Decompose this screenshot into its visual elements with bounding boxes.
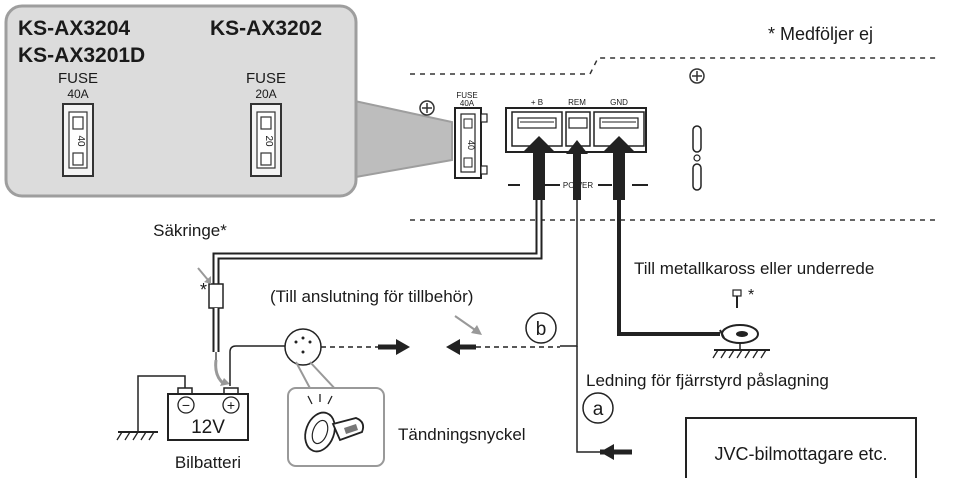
circle-b-badge bbox=[525, 312, 557, 344]
fuse-holder-pointer bbox=[197, 267, 209, 281]
ground-screw-asterisk: * bbox=[748, 287, 754, 304]
power-wire-outer bbox=[212, 198, 543, 284]
ground-screw-icon bbox=[732, 289, 742, 308]
chassis-ground-icon bbox=[712, 342, 770, 359]
b-arrow-head bbox=[446, 339, 460, 355]
terminal-gnd-label: GND bbox=[610, 98, 628, 107]
connect-arrow-head bbox=[220, 378, 230, 386]
power-wire-inner bbox=[214, 198, 541, 284]
fuse-left-value: 40 bbox=[75, 135, 86, 147]
not-included-note: * Medföljer ej bbox=[768, 24, 873, 44]
fuse-right-label: FUSE bbox=[246, 70, 286, 87]
ring-terminal-icon bbox=[719, 324, 759, 344]
terminal-arrow-rem bbox=[566, 140, 588, 200]
ground-label: Till metallkaross eller underrede bbox=[634, 259, 874, 278]
amp-fuse-label: FUSE bbox=[456, 91, 477, 100]
amp-vent-slots bbox=[692, 125, 702, 191]
fuse-right-rating: 20A bbox=[255, 87, 276, 101]
fuse-right-value: 20 bbox=[263, 135, 274, 147]
ignition-pin bbox=[294, 340, 298, 344]
car-battery-icon: − + 12V bbox=[167, 387, 249, 441]
accessory-label: (Till anslutning för tillbehör) bbox=[270, 287, 473, 306]
battery-voltage: 12V bbox=[191, 417, 225, 438]
amp-fuse-rating: 40A bbox=[460, 99, 475, 108]
fuse-left-icon: 40 bbox=[62, 103, 94, 177]
circle-a-badge bbox=[582, 392, 614, 424]
fuse-callout: KS-AX3204 KS-AX3201D KS-AX3202 FUSE 40A … bbox=[4, 4, 453, 198]
receiver-arrow-head bbox=[600, 444, 614, 460]
model-ks-ax3202: KS-AX3202 bbox=[210, 17, 322, 40]
terminal-arrow-b bbox=[523, 136, 555, 200]
battery-minus: − bbox=[182, 397, 190, 413]
terminal-rem-label: REM bbox=[568, 98, 586, 107]
terminal-arrow-gnd bbox=[603, 136, 635, 200]
receiver-label: JVC-bilmottagare etc. bbox=[714, 444, 887, 464]
fuse-holder-pointer-head bbox=[204, 276, 211, 284]
amp-fuse-icon: 40 bbox=[454, 107, 488, 179]
ignition-key-label: Tändningsnyckel bbox=[398, 425, 526, 444]
remote-wire-label: Ledning för fjärrstyrd påslagning bbox=[586, 371, 829, 390]
fuse-left-rating: 40A bbox=[67, 87, 88, 101]
battery-ground-wire bbox=[137, 375, 186, 432]
ignition-key-icon bbox=[304, 394, 365, 453]
amp-top-edge bbox=[410, 57, 940, 75]
model-ks-ax3201d: KS-AX3201D bbox=[18, 44, 145, 67]
fuse-holder-label: Säkringe* bbox=[153, 221, 227, 240]
receiver-box bbox=[685, 417, 917, 478]
battery-label: Bilbatteri bbox=[175, 453, 241, 472]
ignition-pin bbox=[301, 336, 305, 340]
connect-arrow-battery bbox=[214, 359, 225, 386]
accessory-pointer-head bbox=[471, 325, 482, 335]
battery-ground-icon bbox=[116, 431, 158, 441]
battery-plus: + bbox=[227, 397, 235, 413]
battery-switch-wire bbox=[229, 345, 285, 386]
fuse-left-label: FUSE bbox=[58, 70, 98, 87]
accessory-arrow-head bbox=[396, 339, 410, 355]
fuse-holder-icon bbox=[208, 283, 224, 309]
screw-left-icon bbox=[419, 100, 435, 116]
screw-right-icon bbox=[689, 68, 705, 84]
fuse-holder-asterisk: * bbox=[200, 280, 207, 300]
ground-wire bbox=[617, 198, 720, 336]
ignition-switch-icon bbox=[284, 328, 322, 366]
rem-wire-lower bbox=[576, 346, 600, 453]
model-ks-ax3204: KS-AX3204 bbox=[18, 17, 130, 40]
fuse-right-icon: 20 bbox=[250, 103, 282, 177]
callout-pointer bbox=[349, 98, 453, 180]
circle-a-letter: a bbox=[593, 399, 604, 420]
ignition-pin bbox=[301, 350, 305, 354]
amp-fuse-value: 40 bbox=[466, 140, 476, 150]
terminal-b-label: + B bbox=[531, 98, 543, 107]
ignition-pin bbox=[308, 340, 312, 344]
amplifier-panel: FUSE 40A 40 + B REM GND bbox=[410, 57, 940, 221]
circle-b-letter: b bbox=[536, 319, 547, 340]
